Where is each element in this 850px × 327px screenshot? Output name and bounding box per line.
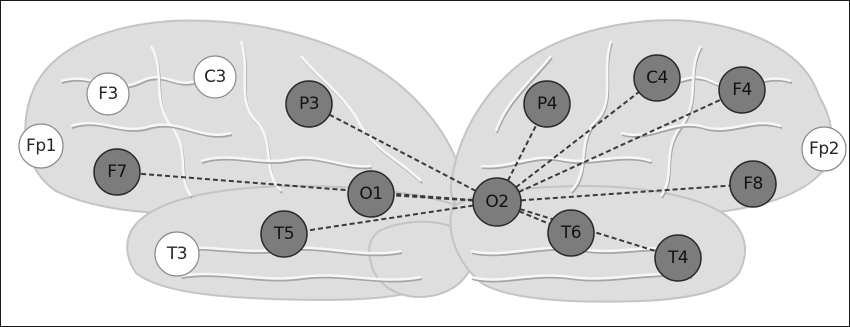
electrode-label-f7: F7 xyxy=(87,161,147,183)
electrode-label-o1: O1 xyxy=(341,183,401,205)
electrode-label-p4: P4 xyxy=(517,93,577,115)
electrode-label-p3: P3 xyxy=(279,93,339,115)
electrode-label-c3: C3 xyxy=(185,66,245,88)
electrode-label-c4: C4 xyxy=(627,67,687,89)
electrode-label-f8: F8 xyxy=(723,173,783,195)
electrode-label-o2: O2 xyxy=(467,191,527,213)
electrode-label-t6: T6 xyxy=(541,222,601,244)
electrode-label-t3: T3 xyxy=(147,243,207,265)
electrode-label-t4: T4 xyxy=(648,247,708,269)
electrode-label-fp1: Fp1 xyxy=(11,135,71,157)
electrode-label-f4: F4 xyxy=(712,79,772,101)
electrode-label-fp2: Fp2 xyxy=(794,138,850,160)
electrode-label-f3: F3 xyxy=(78,83,138,105)
electrode-label-t5: T5 xyxy=(254,223,314,245)
